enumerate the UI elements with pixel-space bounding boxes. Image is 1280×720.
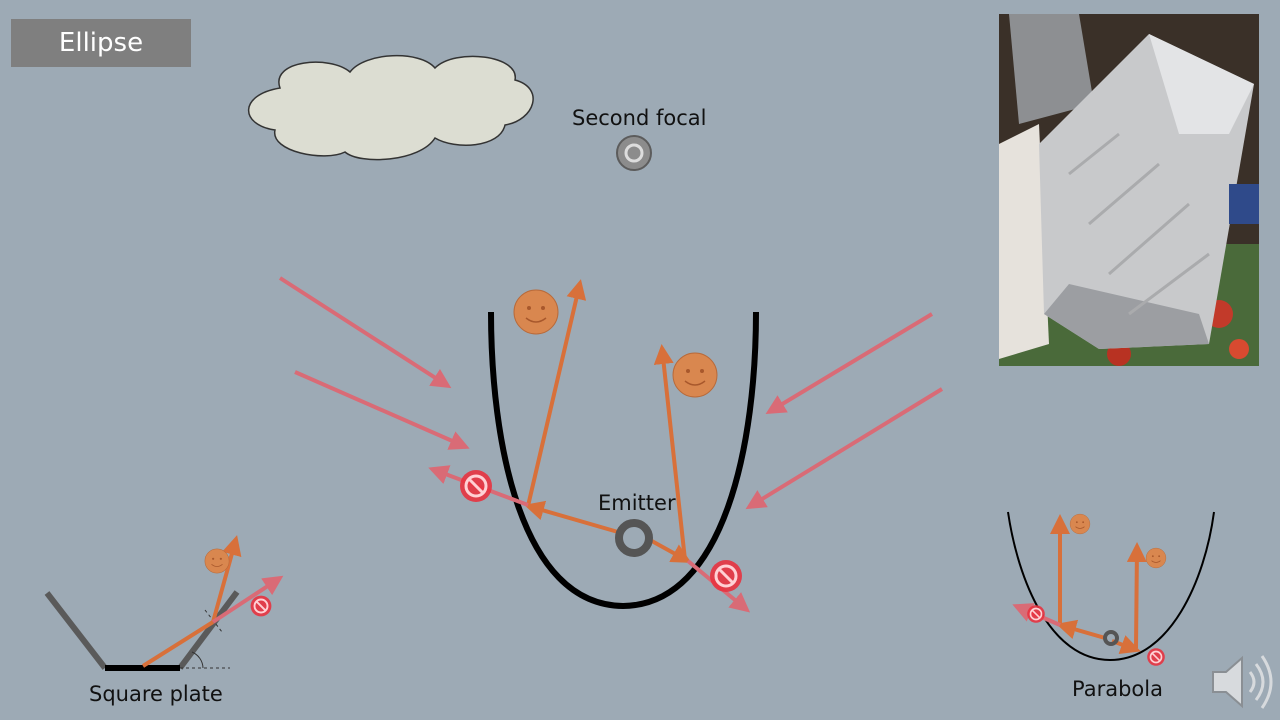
parabola-label: Parabola — [1072, 677, 1163, 701]
foil-reflector-photo — [999, 14, 1259, 366]
square-plate-diagram — [44, 535, 284, 671]
smiley-icon — [513, 289, 559, 335]
square-plate-label: Square plate — [89, 682, 223, 706]
cloud-icon — [248, 54, 534, 161]
parabola-diagram — [1007, 511, 1215, 667]
ellipse-reflector — [488, 311, 759, 610]
incoming-rays — [278, 276, 944, 510]
emitter-label: Emitter — [598, 491, 676, 515]
no-entry-icon — [708, 558, 744, 594]
emitter-ring-icon — [615, 519, 653, 557]
second-focal-label: Second focal — [572, 106, 707, 130]
second-focal-icon — [616, 135, 652, 171]
slide-title: Ellipse — [11, 19, 191, 67]
smiley-icon — [672, 352, 718, 398]
no-entry-icon — [458, 468, 494, 504]
speaker-icon[interactable] — [1208, 650, 1278, 714]
